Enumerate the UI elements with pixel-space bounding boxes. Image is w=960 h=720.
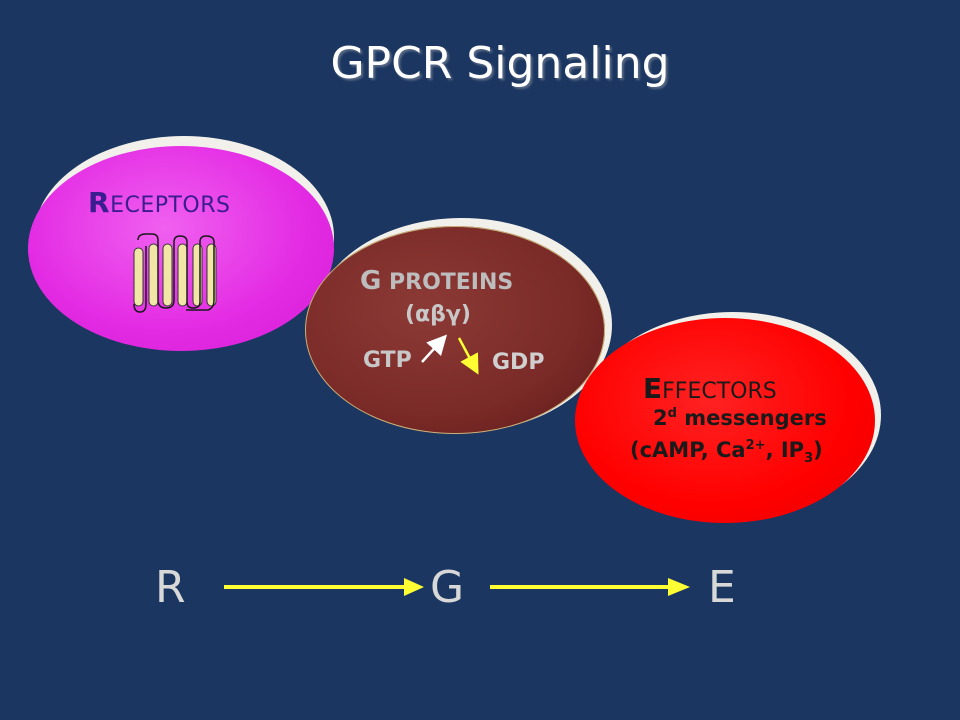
g-proteins-rest: PROTEINS xyxy=(381,270,514,295)
ip-sub: 3 xyxy=(804,451,814,467)
effectors-rest: FFECTORS xyxy=(662,379,777,404)
second-messengers-label: 2d messengers xyxy=(653,406,827,430)
second-sup: d xyxy=(667,406,677,421)
second-text: messengers xyxy=(676,406,827,430)
g-proteins-subunits: (αβγ) xyxy=(405,302,471,327)
gtp-binding-arrow xyxy=(421,334,448,363)
flow-g: G xyxy=(430,562,465,613)
receptors-label: RECEPTORS xyxy=(88,186,231,219)
effectors-ellipse xyxy=(575,318,875,523)
second-base: 2 xyxy=(653,406,668,430)
messenger-list: (cAMP, Ca2+, IP3) xyxy=(630,438,823,466)
close-paren: ) xyxy=(813,438,823,462)
g-proteins-initial: G xyxy=(360,266,382,296)
gtp-label: GTP xyxy=(363,348,412,373)
slide-title: GPCR Signaling xyxy=(330,38,670,89)
g-to-e-arrow xyxy=(490,578,690,596)
camp-text: (cAMP, Ca xyxy=(630,438,746,462)
receptors-initial: R xyxy=(88,186,111,219)
gdp-label: GDP xyxy=(492,350,545,375)
g-proteins-ellipse xyxy=(305,226,605,434)
effectors-label: EFFECTORS xyxy=(643,372,777,405)
g-proteins-label: G PROTEINS xyxy=(360,266,513,296)
receptors-rest: ECEPTORS xyxy=(110,193,231,218)
ca-sup: 2+ xyxy=(745,438,766,453)
flow-e: E xyxy=(708,562,736,613)
effectors-initial: E xyxy=(643,372,663,405)
seven-transmembrane-receptor-icon xyxy=(133,233,217,313)
gdp-release-arrow xyxy=(457,337,479,375)
r-to-g-arrow xyxy=(224,578,424,596)
flow-r: R xyxy=(155,562,186,613)
ip-text: , IP xyxy=(765,438,805,462)
